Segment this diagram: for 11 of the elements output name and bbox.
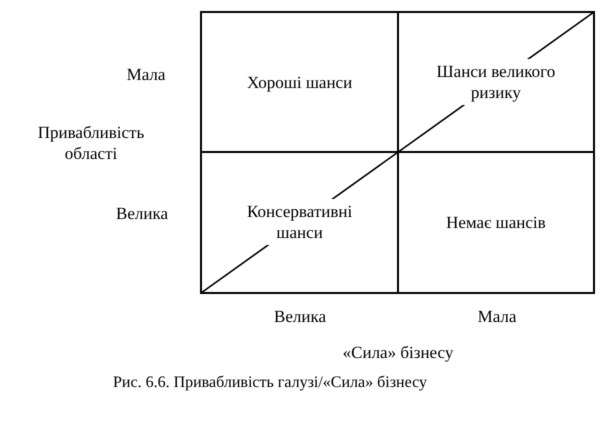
axis-title: Привабливість області	[36, 122, 146, 164]
quadrant-box	[200, 150, 400, 294]
axis-label: Велика	[116, 203, 168, 224]
quadrant-box	[200, 11, 400, 154]
axis-title: «Сила» бізнесу	[342, 342, 454, 363]
axis-label: Мала	[126, 64, 166, 85]
axis-label: Велика	[274, 306, 326, 327]
axis-label: Мала	[478, 306, 516, 327]
quadrant-box	[396, 11, 595, 154]
figure-caption: Рис. 6.6. Привабливість галузі/«Сила» бізнесу	[113, 373, 427, 393]
quadrant-box	[396, 150, 595, 294]
